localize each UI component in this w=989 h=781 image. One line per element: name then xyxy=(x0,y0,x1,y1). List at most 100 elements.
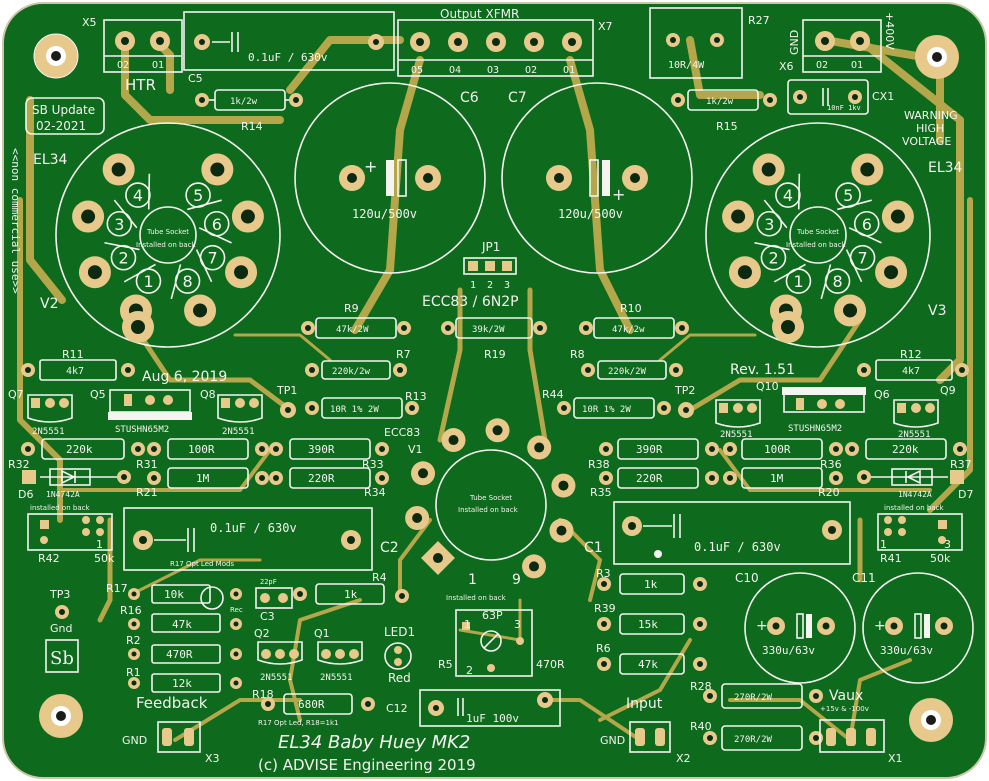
resistor-r4: R4 1k xyxy=(293,571,409,605)
board-copyright: (c) ADVISE Engineering 2019 xyxy=(258,756,476,774)
resistor-r1: R1 12k xyxy=(126,666,242,693)
svg-text:Q6: Q6 xyxy=(874,388,890,401)
label-x7: X7 xyxy=(598,20,613,33)
svg-text:Installed on back: Installed on back xyxy=(446,594,507,602)
testpoint-tp3: TP3 Gnd xyxy=(49,588,72,635)
svg-text:50k: 50k xyxy=(94,552,115,565)
svg-text:2N5551: 2N5551 xyxy=(898,430,931,440)
svg-text:220R: 220R xyxy=(636,472,663,485)
label-x6: X6 xyxy=(779,60,794,73)
label-v3-type: EL34 xyxy=(928,160,963,176)
svg-text:O5: O5 xyxy=(411,65,423,76)
mount-hole-tr xyxy=(915,35,959,79)
svg-text:220R: 220R xyxy=(308,472,335,485)
svg-text:2N5551: 2N5551 xyxy=(720,430,753,440)
svg-text:O3: O3 xyxy=(487,65,499,76)
svg-text:Red: Red xyxy=(388,671,411,685)
svg-text:3: 3 xyxy=(514,618,521,631)
resistor-r18: R18 680R R17 Opt Led, R18=1k1 xyxy=(252,688,375,727)
svg-text:R6: R6 xyxy=(596,642,611,655)
mount-hole-br xyxy=(909,698,953,742)
resistor-r44: R44 10R 1% 2W xyxy=(542,388,671,419)
svg-text:R17 Opt Led Mods: R17 Opt Led Mods xyxy=(170,560,234,568)
svg-text:O1: O1 xyxy=(563,65,575,76)
resistor-r36: 100R R36 xyxy=(723,438,843,471)
svg-text:0.1uF / 630v: 0.1uF / 630v xyxy=(210,521,297,535)
svg-text:LED1: LED1 xyxy=(384,625,415,639)
resistor-r11: R11 4k7 xyxy=(21,348,135,381)
svg-text:R37: R37 xyxy=(950,458,972,471)
svg-text:R2: R2 xyxy=(126,634,141,647)
label-r14: R14 xyxy=(241,120,263,133)
v3-pin-label: 5 xyxy=(843,186,853,205)
svg-text:390R: 390R xyxy=(308,443,335,456)
resistor-r13: 10R 1% 2W R13 xyxy=(305,390,427,419)
svg-text:Q7: Q7 xyxy=(8,388,24,401)
svg-text:STUSHN65M2: STUSHN65M2 xyxy=(788,424,842,434)
svg-text:22pF: 22pF xyxy=(260,578,277,586)
resistor-r15: 1k/2w R15 xyxy=(671,89,777,133)
svg-text:TP3: TP3 xyxy=(49,588,70,601)
svg-text:120u/500v: 120u/500v xyxy=(352,207,417,221)
capacitor-c12: C12 1uF 100v xyxy=(386,689,561,727)
transistor-q7: Q7 2N5551 xyxy=(8,388,73,437)
svg-text:1: 1 xyxy=(880,538,887,551)
label-sb-update: SB Update xyxy=(32,103,95,117)
svg-text:Gnd: Gnd xyxy=(50,622,72,635)
capacitor-c7: + 120u/500v C7 xyxy=(501,82,693,274)
svg-text:Tube Socket: Tube Socket xyxy=(469,494,512,502)
svg-text:R36: R36 xyxy=(820,458,842,471)
label-c6: C6 xyxy=(460,90,479,106)
svg-text:R10: R10 xyxy=(620,302,642,315)
svg-text:2N5551: 2N5551 xyxy=(32,427,65,437)
svg-text:47k/2w: 47k/2w xyxy=(612,325,645,335)
svg-text:15k: 15k xyxy=(638,618,658,631)
trimmer-r42: installed on back 1 R42 50k xyxy=(27,504,115,565)
svg-text:X1: X1 xyxy=(888,752,903,765)
svg-text:R1: R1 xyxy=(126,666,141,679)
transistor-q5: Q5 STUSHN65M2 xyxy=(90,388,192,435)
label-x6-400v: +400V xyxy=(883,12,896,50)
svg-text:C11: C11 xyxy=(852,571,876,585)
capacitor-c3: 22pF C3 xyxy=(255,578,293,623)
svg-text:100R: 100R xyxy=(188,443,215,456)
capacitor-cx1: 10nF 1kv CX1 xyxy=(787,79,894,115)
svg-text:Installed on back: Installed on back xyxy=(458,506,519,514)
svg-text:Q2: Q2 xyxy=(254,627,270,640)
resistor-r14: 1k/2w R14 xyxy=(195,89,303,133)
svg-text:Q10: Q10 xyxy=(756,380,779,393)
svg-text:47k: 47k xyxy=(638,658,658,671)
v2-pin-label: 2 xyxy=(118,249,128,268)
value-c5: 0.1uF / 630v xyxy=(248,51,328,64)
resistor-r17: R17 10k Rec xyxy=(106,582,243,614)
label-cx1: CX1 xyxy=(872,90,894,103)
v2-pin-label: 7 xyxy=(208,249,218,268)
svg-text:R38: R38 xyxy=(588,458,610,471)
svg-text:R11: R11 xyxy=(62,348,84,361)
svg-text:1M: 1M xyxy=(196,472,210,485)
svg-text:D7: D7 xyxy=(958,488,973,501)
svg-text:C10: C10 xyxy=(735,571,759,585)
svg-text:R7: R7 xyxy=(396,348,411,361)
label-c7: C7 xyxy=(508,90,527,106)
label-v1-type: ECC83 xyxy=(384,426,420,439)
svg-text:R35: R35 xyxy=(590,486,612,499)
transistor-q1: Q1 2N5551 xyxy=(314,627,363,683)
svg-text:2N5551: 2N5551 xyxy=(222,427,255,437)
svg-text:270R/2W: 270R/2W xyxy=(734,735,773,745)
label-aug-date: Aug 6, 2019 xyxy=(142,369,227,385)
v3-pin-label: 7 xyxy=(858,249,868,268)
mounting-holes xyxy=(33,33,959,742)
svg-text:STUSHN65M2: STUSHN65M2 xyxy=(115,425,169,435)
svg-text:O2: O2 xyxy=(816,60,828,71)
label-r27: R27 xyxy=(748,14,770,27)
resistor-r7: 220k/2w R7 xyxy=(305,348,411,380)
svg-text:12k: 12k xyxy=(172,677,192,690)
v2-pin-label: 3 xyxy=(114,215,124,234)
svg-text:Q1: Q1 xyxy=(314,627,330,640)
capacitor-c6: + 120u/500v C6 xyxy=(294,82,486,274)
resistor-r21: 1M R21 xyxy=(136,467,269,499)
svg-text:10R 1% 2W: 10R 1% 2W xyxy=(582,405,631,415)
resistor-r19: 39k/2W R19 xyxy=(441,317,547,361)
v2-pin-label: 1 xyxy=(143,272,153,291)
